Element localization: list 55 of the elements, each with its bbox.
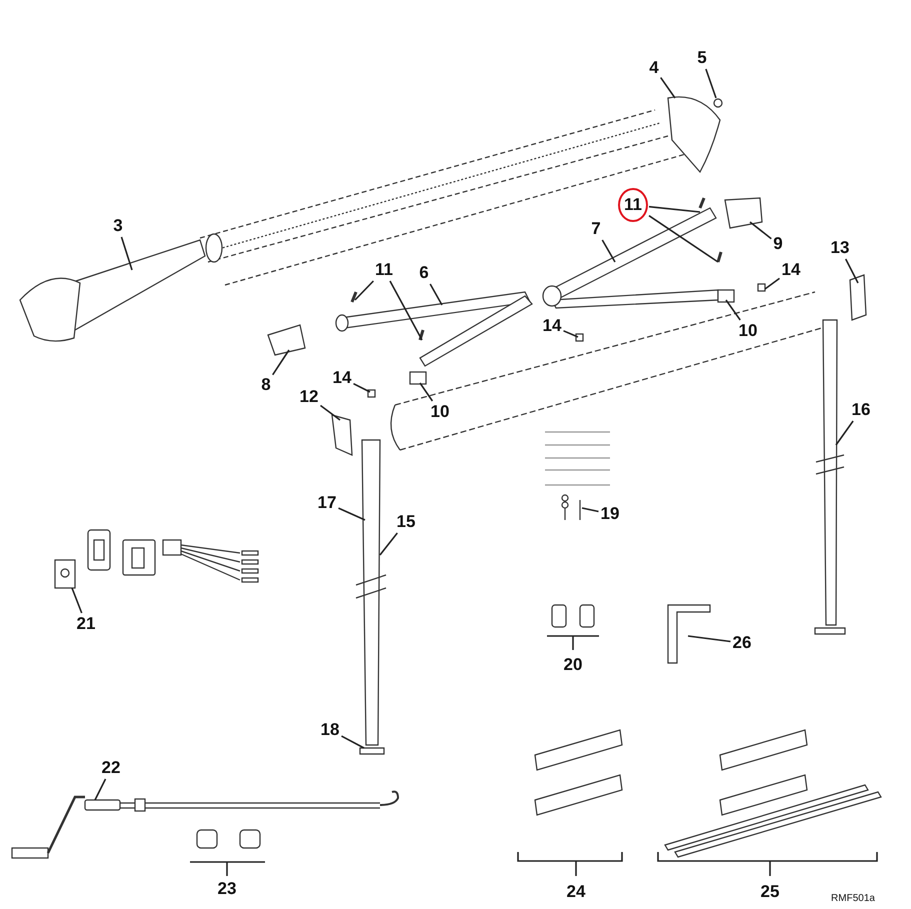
drawing-code: RMF501a [830,892,876,906]
callout-number: 10 [738,321,758,341]
leader-line [688,635,731,642]
callout-number: 5 [696,48,708,68]
callout-number: 14 [332,368,352,388]
callout-number: 3 [112,216,124,236]
callout-number: 17 [316,493,338,513]
leader-line [764,278,780,290]
callout-number: 10 [430,402,450,422]
callout-number: 14 [542,316,562,336]
callout-number: 15 [396,512,416,532]
leader-line [272,350,290,376]
callout-number: 22 [100,758,122,778]
callout-number: 16 [850,400,872,420]
leader-line [582,507,599,512]
leader-line [71,588,82,614]
leader-line [320,404,340,421]
callout-number: 13 [830,238,850,258]
leader-line [563,330,578,338]
callout-number: 24 [566,882,586,902]
leader-line [419,382,434,402]
leader-line [602,240,616,262]
callout-number: 26 [732,633,752,653]
callout-number: 18 [320,720,340,740]
callout-number: 7 [590,219,602,239]
circled-callout-number: 11 [618,188,648,222]
leader-line [660,77,676,98]
leader-line [844,258,859,284]
leader-line [725,300,741,320]
callout-number: 11 [374,260,394,280]
callout-number: 12 [298,387,320,407]
callout-number: 14 [780,260,802,280]
callout-number: 19 [600,504,620,524]
leader-line [353,382,370,393]
leader-line [379,532,398,556]
leader-line [648,215,718,263]
callout-number: 8 [260,375,272,395]
leader-line [389,280,423,340]
leader-line [338,507,366,521]
callout-number: 25 [760,882,780,902]
leader-line [835,420,854,446]
leader-line [750,221,772,240]
callout-number: 20 [562,655,584,675]
leader-line [354,280,374,301]
callout-number: 9 [772,234,784,254]
leader-line [430,284,443,306]
leader-line [705,68,717,98]
callout-number: 6 [418,263,430,283]
callout-number: 21 [76,614,96,634]
callout-number: 23 [216,879,238,899]
leader-line [648,206,700,213]
leader-line [120,236,133,270]
callout-number: 4 [648,58,660,78]
leader-line [341,735,364,749]
leader-line [94,778,106,800]
